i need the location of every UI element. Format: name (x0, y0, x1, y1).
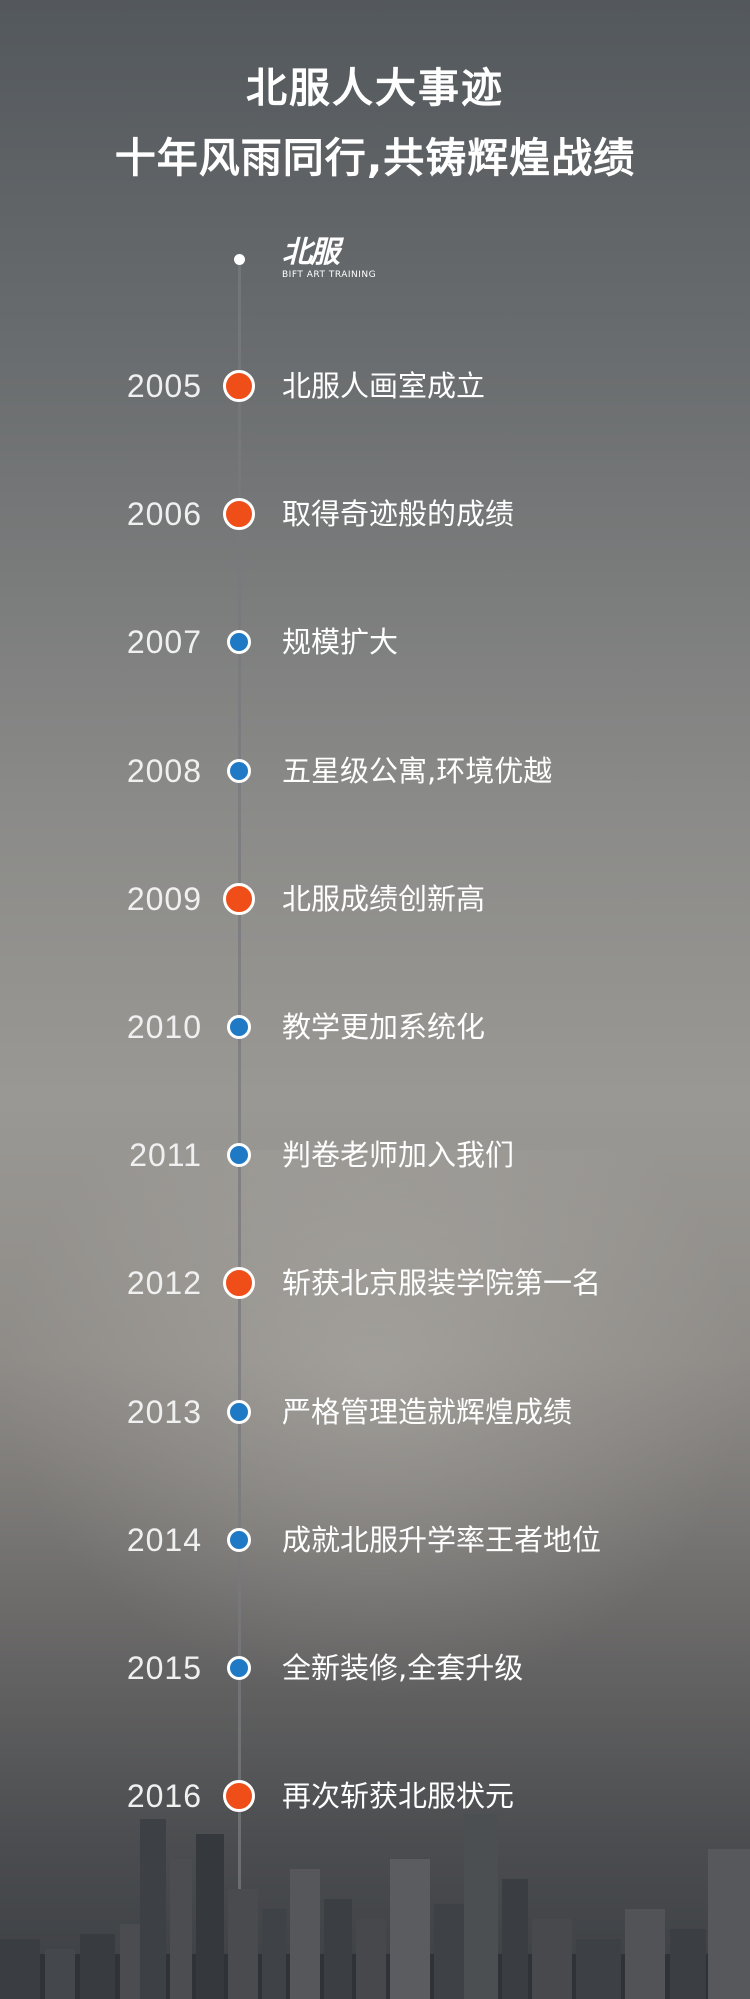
milestone-dot-major (223, 1267, 255, 1299)
milestone-dot-major (223, 883, 255, 915)
logo-mark: 北服 (282, 235, 340, 270)
event-year: 2005 (126, 368, 202, 404)
timeline-event: 2008 五星级公寓,环境优越 (0, 751, 750, 791)
event-text: 严格管理造就辉煌成绩 (282, 1395, 573, 1429)
event-text: 北服人画室成立 (282, 369, 486, 403)
milestone-dot-major (223, 498, 255, 530)
city-skyline-image (0, 1814, 750, 1999)
event-text: 取得奇迹般的成绩 (282, 497, 515, 531)
timeline-start-dot (234, 254, 245, 265)
event-text: 教学更加系统化 (282, 1010, 486, 1044)
milestone-dot-minor (227, 1528, 251, 1552)
event-year: 2013 (126, 1394, 202, 1430)
logo-subtitle: BIFT ART TRAINING (282, 270, 377, 280)
milestone-dot-major (223, 370, 255, 402)
event-year: 2012 (126, 1265, 202, 1301)
event-year: 2016 (126, 1778, 202, 1814)
milestone-dot-major (223, 1780, 255, 1812)
timeline-event: 2016 再次斩获北服状元 (0, 1776, 750, 1816)
milestone-dot-minor (227, 1143, 251, 1167)
timeline-event: 2011 判卷老师加入我们 (0, 1135, 750, 1175)
timeline-event: 2013 严格管理造就辉煌成绩 (0, 1392, 750, 1432)
timeline-event: 2010 教学更加系统化 (0, 1007, 750, 1047)
brand-logo: 北服 BIFT ART TRAINING (282, 235, 377, 281)
timeline-event: 2005 北服人画室成立 (0, 366, 750, 406)
event-year: 2015 (126, 1650, 202, 1686)
milestone-dot-minor (227, 630, 251, 654)
milestone-dot-minor (227, 1400, 251, 1424)
timeline-event: 2014 成就北服升学率王者地位 (0, 1520, 750, 1560)
timeline-event: 2012 斩获北京服装学院第一名 (0, 1263, 750, 1303)
event-year: 2014 (126, 1522, 202, 1558)
milestone-dot-minor (227, 759, 251, 783)
timeline-line (238, 258, 241, 1999)
timeline-event: 2015 全新装修,全套升级 (0, 1648, 750, 1688)
timeline-event: 2007 规模扩大 (0, 622, 750, 662)
event-year: 2011 (129, 1137, 202, 1173)
event-text: 再次斩获北服状元 (282, 1779, 515, 1813)
milestone-dot-minor (227, 1015, 251, 1039)
event-year: 2007 (126, 624, 202, 660)
milestone-dot-minor (227, 1656, 251, 1680)
event-text: 五星级公寓,环境优越 (282, 754, 553, 788)
page-title: 北服人大事迹 (246, 64, 504, 112)
page-subtitle: 十年风雨同行,共铸辉煌战绩 (114, 134, 636, 182)
event-text: 斩获北京服装学院第一名 (282, 1266, 602, 1300)
event-year: 2008 (126, 753, 202, 789)
event-text: 全新装修,全套升级 (282, 1651, 524, 1685)
event-year: 2010 (126, 1009, 202, 1045)
timeline-event: 2006 取得奇迹般的成绩 (0, 494, 750, 534)
event-text: 北服成绩创新高 (282, 882, 486, 916)
timeline-event: 2009 北服成绩创新高 (0, 879, 750, 919)
event-text: 判卷老师加入我们 (282, 1138, 515, 1172)
event-text: 成就北服升学率王者地位 (282, 1523, 602, 1557)
event-year: 2009 (126, 881, 202, 917)
event-text: 规模扩大 (282, 625, 399, 659)
background-haze (0, 1150, 750, 1700)
event-year: 2006 (126, 496, 202, 532)
